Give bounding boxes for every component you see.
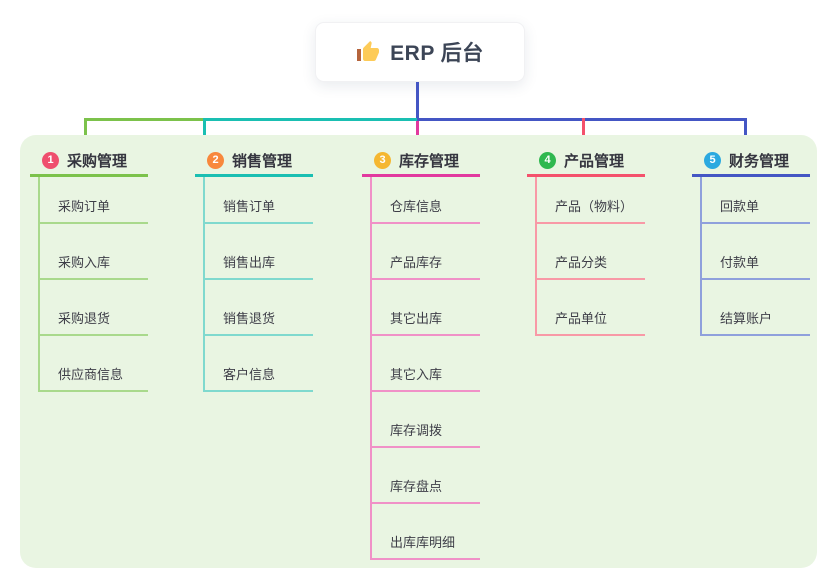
branch-item[interactable]: 库存盘点 xyxy=(372,448,480,504)
connector-drop-branch2 xyxy=(203,118,206,143)
branch-number-badge: 3 xyxy=(374,151,391,169)
branch-item-label: 仓库信息 xyxy=(390,199,443,214)
branch-header[interactable]: 2 销售管理 xyxy=(195,146,313,174)
connector-horizontal-green xyxy=(84,118,205,121)
branch-item-label: 销售退货 xyxy=(223,311,276,326)
branch-3: 3 库存管理仓库信息产品库存其它出库其它入库库存调拨库存盘点出库库明细 xyxy=(362,146,480,560)
branch-underline xyxy=(527,174,645,177)
branch-5: 5 财务管理回款单付款单结算账户 xyxy=(692,146,810,336)
branch-item[interactable]: 库存调拨 xyxy=(372,392,480,448)
branch-item[interactable]: 产品（物料） xyxy=(537,177,645,224)
branch-item-label: 销售订单 xyxy=(223,199,276,214)
branch-header[interactable]: 1 采购管理 xyxy=(30,146,148,174)
branch-2: 2 销售管理销售订单销售出库销售退货客户信息 xyxy=(195,146,313,392)
branch-number-badge: 5 xyxy=(704,151,721,169)
branch-item-label: 供应商信息 xyxy=(58,367,124,382)
branch-number-badge: 1 xyxy=(42,151,59,169)
branch-item-label: 销售出库 xyxy=(223,255,276,270)
branch-item[interactable]: 供应商信息 xyxy=(40,336,148,392)
connector-trunk xyxy=(416,82,419,119)
branch-item[interactable]: 采购订单 xyxy=(40,177,148,224)
branch-item[interactable]: 其它入库 xyxy=(372,336,480,392)
branch-item-label: 付款单 xyxy=(720,255,760,270)
branch-item-label: 采购入库 xyxy=(58,255,111,270)
branch-item[interactable]: 客户信息 xyxy=(205,336,313,392)
branch-item-label: 回款单 xyxy=(720,199,760,214)
branch-item[interactable]: 结算账户 xyxy=(702,280,810,336)
branch-item[interactable]: 产品分类 xyxy=(537,224,645,280)
branches-panel xyxy=(20,135,817,568)
branch-title: 财务管理 xyxy=(729,152,790,170)
branch-title: 采购管理 xyxy=(67,152,128,170)
branch-item-label: 库存盘点 xyxy=(390,479,443,494)
branch-title: 产品管理 xyxy=(564,152,625,170)
branch-item[interactable]: 产品单位 xyxy=(537,280,645,336)
branch-1: 1 采购管理采购订单采购入库采购退货供应商信息 xyxy=(30,146,148,392)
root-title: ERP 后台 xyxy=(390,42,484,65)
branch-item-label: 其它入库 xyxy=(390,367,443,382)
branch-underline xyxy=(30,174,148,177)
branch-item-label: 客户信息 xyxy=(223,367,276,382)
branch-item-label: 其它出库 xyxy=(390,311,443,326)
branch-item[interactable]: 销售出库 xyxy=(205,224,313,280)
root-node[interactable]: ERP 后台 xyxy=(315,22,525,82)
connector-horizontal-teal xyxy=(205,118,417,121)
branch-underline xyxy=(195,174,313,177)
branch-item[interactable]: 付款单 xyxy=(702,224,810,280)
branch-item-label: 采购订单 xyxy=(58,199,111,214)
branch-item-label: 采购退货 xyxy=(58,311,111,326)
branch-number-badge: 2 xyxy=(207,151,224,169)
connector-drop-branch3 xyxy=(416,121,419,143)
branch-item-label: 库存调拨 xyxy=(390,423,443,438)
branch-item[interactable]: 仓库信息 xyxy=(372,177,480,224)
branch-items: 产品（物料） 产品分类产品单位 xyxy=(535,177,645,336)
branch-item[interactable]: 出库库明细 xyxy=(372,504,480,560)
branch-items: 销售订单销售出库销售退货客户信息 xyxy=(203,177,313,392)
branch-item[interactable]: 回款单 xyxy=(702,177,810,224)
branch-title: 库存管理 xyxy=(399,152,460,170)
branch-item[interactable]: 采购入库 xyxy=(40,224,148,280)
branch-item-label: 产品库存 xyxy=(390,255,443,270)
branch-item-label: 出库库明细 xyxy=(390,535,456,550)
thumbs-up-icon xyxy=(357,41,380,61)
branch-items: 回款单付款单结算账户 xyxy=(700,177,810,336)
connector-drop-branch1 xyxy=(84,118,87,143)
branch-item[interactable]: 其它出库 xyxy=(372,280,480,336)
branch-underline xyxy=(692,174,810,177)
branch-header[interactable]: 4 产品管理 xyxy=(527,146,645,174)
branch-item[interactable]: 销售退货 xyxy=(205,280,313,336)
branch-items: 仓库信息产品库存其它出库其它入库库存调拨库存盘点出库库明细 xyxy=(370,177,480,560)
branch-title: 销售管理 xyxy=(232,152,293,170)
branch-header[interactable]: 3 库存管理 xyxy=(362,146,480,174)
branch-header[interactable]: 5 财务管理 xyxy=(692,146,810,174)
branch-underline xyxy=(362,174,480,177)
branch-item-label: 产品单位 xyxy=(555,311,608,326)
branch-item[interactable]: 销售订单 xyxy=(205,177,313,224)
branch-item[interactable]: 产品库存 xyxy=(372,224,480,280)
branch-4: 4 产品管理产品（物料） 产品分类产品单位 xyxy=(527,146,645,336)
branch-items: 采购订单采购入库采购退货供应商信息 xyxy=(38,177,148,392)
branch-item[interactable]: 采购退货 xyxy=(40,280,148,336)
connector-drop-branch4 xyxy=(582,118,585,143)
branch-item-label: 产品分类 xyxy=(555,255,608,270)
branch-number-badge: 4 xyxy=(539,151,556,169)
connector-drop-branch5 xyxy=(744,118,747,143)
branch-item-label: 结算账户 xyxy=(720,311,773,326)
branch-item-label: 产品（物料） xyxy=(555,199,634,214)
